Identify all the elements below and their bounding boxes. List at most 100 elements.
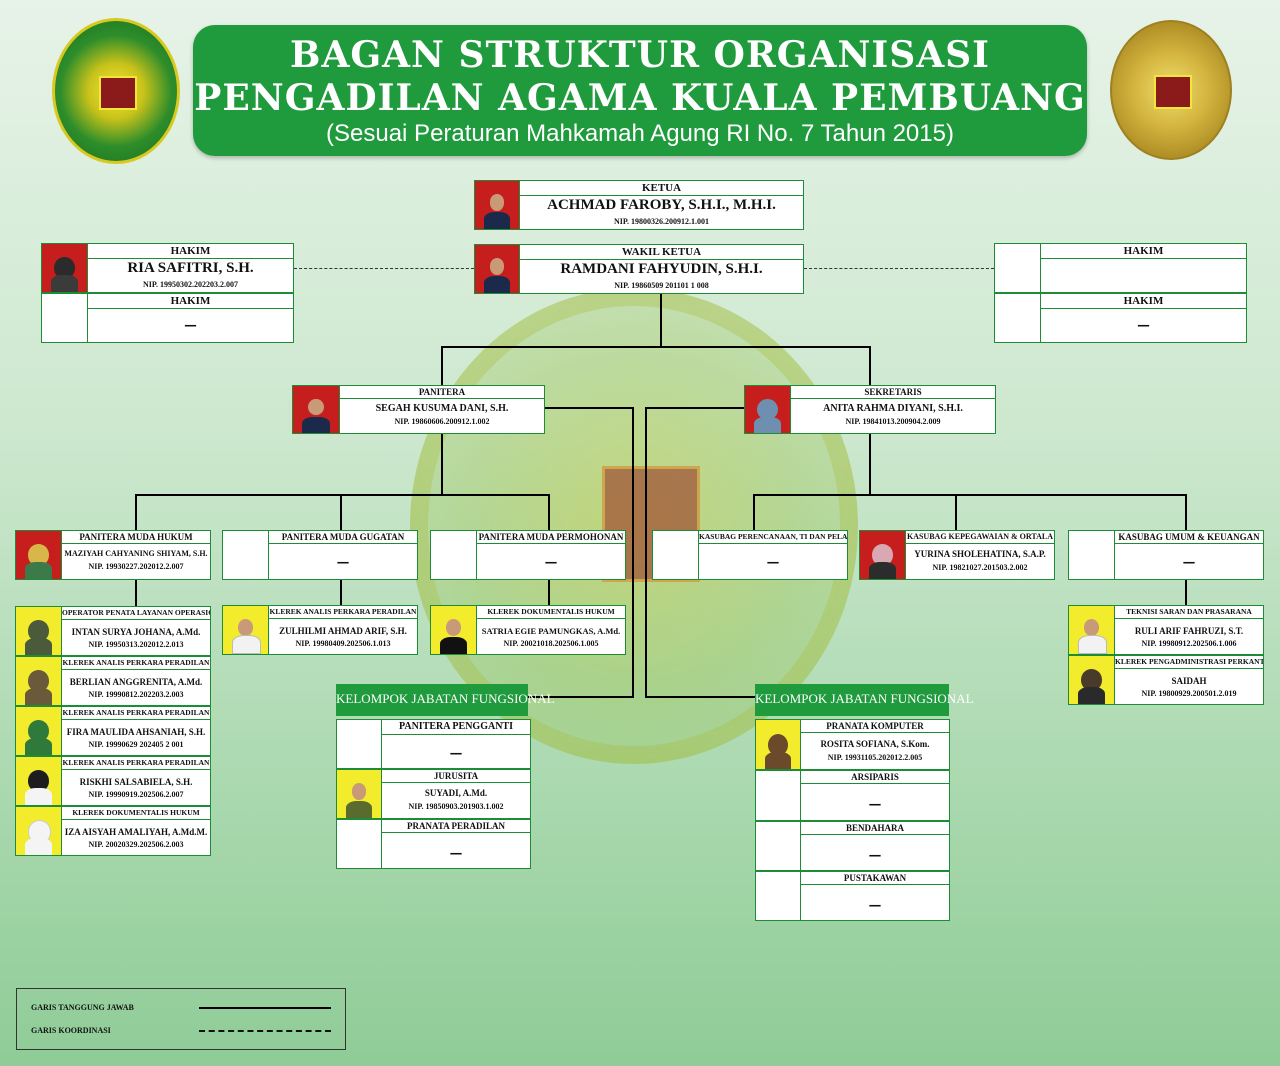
staff-nip: NIP. 19950313.202012.2.013: [88, 640, 184, 649]
connector-line: [753, 494, 755, 530]
kasubag-kepeg-photo: [859, 530, 906, 580]
connector-line: [632, 407, 634, 697]
kasubag-kepeg-box: KASUBAG KEPEGAWAIAN & ORTALA YURINA SHOL…: [905, 530, 1055, 580]
staff-photo: [430, 605, 477, 655]
staff-nip: NIP. 20020329.202506.2.003: [88, 840, 184, 849]
staff-box: KLEREK ANALIS PERKARA PERADILAN BERLIAN …: [61, 656, 211, 706]
kjf-name: –: [869, 790, 881, 815]
kasubag-ptip-box: KASUBAG PERENCANAAN, TI DAN PELAPORAN –: [698, 530, 848, 580]
staff-name: FIRA MAULIDA AHSANIAH, S.H.: [66, 727, 206, 737]
kasubag-kepeg-nip: NIP. 19821027.201503.2.002: [932, 563, 1028, 572]
legend-solid-label: GARIS TANGGUNG JAWAB: [31, 1003, 134, 1012]
pm-hukum-name: MAZIYAH CAHYANING SHIYAM, S.H.: [64, 549, 208, 558]
hakim-box: HAKIM: [1040, 243, 1247, 293]
connector-line: [544, 407, 634, 409]
title-line1: BAGAN STRUKTUR ORGANISASI: [290, 34, 990, 76]
hakim-photo: [41, 243, 88, 293]
connector-line: [548, 494, 550, 530]
connector-line: [869, 433, 871, 495]
hakim-box: HAKIM –: [1040, 293, 1247, 343]
hakim-photo-empty: [994, 243, 1041, 293]
connector-line: [1185, 494, 1187, 530]
staff-name: ZULHILMI AHMAD ARIF, S.H.: [279, 626, 407, 636]
sekretaris-name: ANITA RAHMA DIYANI, S.H.I.: [823, 403, 963, 414]
connector-line: [135, 494, 550, 496]
legend-solid-line: [199, 1007, 331, 1009]
pm-permohonan-name: –: [545, 548, 557, 573]
pm-hukum-box: PANITERA MUDA HUKUM MAZIYAH CAHYANING SH…: [61, 530, 211, 580]
connector-line: [645, 696, 755, 698]
kjf-box: BENDAHARA –: [800, 821, 950, 871]
connector-line: [753, 494, 1187, 496]
pm-permohonan-box: PANITERA MUDA PERMOHONAN –: [476, 530, 626, 580]
connector-line: [135, 494, 137, 530]
pm-hukum-photo: [15, 530, 62, 580]
connector-line: [645, 407, 745, 409]
ketua-photo: [474, 180, 520, 230]
staff-photo: [1068, 655, 1115, 705]
connector-line: [441, 433, 443, 495]
kjf-right-label: KELOMPOK JABATAN FUNGSIONAL: [755, 684, 974, 716]
hakim-box: HAKIM –: [87, 293, 294, 343]
kasubag-ptip-photo-empty: [652, 530, 699, 580]
shield-icon: [1154, 75, 1192, 109]
sekretaris-box: SEKRETARIS ANITA RAHMA DIYANI, S.H.I. NI…: [790, 385, 996, 434]
connector-line: [548, 580, 550, 606]
kjf-box: ARSIPARIS –: [800, 770, 950, 821]
kjf-name: –: [450, 739, 462, 764]
sekretaris-nip: NIP. 19841013.200904.2.009: [845, 417, 941, 426]
header-banner: BAGAN STRUKTUR ORGANISASI PENGADILAN AGA…: [193, 25, 1087, 156]
hakim-box: HAKIM RIA SAFITRI, S.H. NIP. 19950302.20…: [87, 243, 294, 293]
staff-box: TEKNISI SARAN DAN PRASARANA RULI ARIF FA…: [1114, 605, 1264, 655]
kjf-name: –: [869, 841, 881, 866]
staff-box: KLEREK DOKUMENTALIS HUKUM SATRIA EGIE PA…: [476, 605, 626, 655]
kjf-box: PRANATA PERADILAN –: [381, 819, 531, 869]
staff-box: KLEREK PENGADMINISTRASI PERKANTORAN SAID…: [1114, 655, 1264, 705]
staff-name: INTAN SURYA JOHANA, A.Md.: [71, 627, 201, 637]
staff-name: SAIDAH: [1171, 676, 1207, 686]
staff-nip: NIP. 19980409.202506.1.013: [295, 639, 391, 648]
kjf-name: –: [869, 891, 881, 916]
panitera-photo: [292, 385, 340, 434]
staff-nip: NIP. 20021018.202506.1.005: [503, 639, 599, 648]
connector-line: [1185, 580, 1187, 606]
staff-name: RISKHI SALSABIELA, S.H.: [79, 777, 193, 787]
connector-line: [135, 580, 137, 606]
kjf-name: SUYADI, A.Md.: [424, 788, 488, 798]
staff-photo: [222, 605, 269, 655]
staff-nip: NIP. 19980912.202506.1.006: [1141, 639, 1237, 648]
connector-line: [645, 407, 647, 697]
staff-name: RULI ARIF FAHRUZI, S.T.: [1134, 626, 1244, 636]
staff-name: BERLIAN ANGGRENITA, A.Md.: [69, 677, 203, 687]
kasubag-ptip-name: –: [767, 548, 779, 573]
pm-gugatan-box: PANITERA MUDA GUGATAN –: [268, 530, 418, 580]
staff-photo: [15, 706, 62, 756]
kasubag-kepeg-name: YURINA SHOLEHATINA, S.A.P.: [914, 549, 1046, 559]
kjf-box: PUSTAKAWAN –: [800, 871, 950, 921]
connector-line: [955, 494, 957, 530]
staff-box: KLEREK DOKUMENTALIS HUKUM IZA AISYAH AMA…: [61, 806, 211, 856]
connector-line: [660, 294, 662, 346]
connector-line: [340, 580, 342, 606]
wakil-photo: [474, 244, 520, 294]
kjf-photo-empty: [755, 871, 801, 921]
pm-hukum-nip: NIP. 19930227.202012.2.007: [88, 562, 184, 571]
ketua-nip: NIP. 19800326.200912.1.001: [613, 217, 710, 226]
staff-nip: NIP. 19800929.200501.2.019: [1141, 689, 1237, 698]
hakim-photo-empty: [994, 293, 1041, 343]
staff-box: KLEREK ANALIS PERKARA PERADILAN RISKHI S…: [61, 756, 211, 806]
staff-photo: [15, 606, 62, 656]
staff-nip: NIP. 19990812.202203.2.003: [88, 690, 184, 699]
kjf-left-label: KELOMPOK JABATAN FUNGSIONAL: [336, 684, 555, 716]
kjf-box: JURUSITA SUYADI, A.Md. NIP. 19850903.201…: [381, 769, 531, 819]
legend: GARIS TANGGUNG JAWAB GARIS KOORDINASI: [16, 988, 346, 1050]
hakim-name: –: [185, 311, 196, 336]
legend-dashed-label: GARIS KOORDINASI: [31, 1026, 111, 1035]
kasubag-umum-box: KASUBAG UMUM & KEUANGAN –: [1114, 530, 1264, 580]
kjf-nip: NIP. 19850903.201903.1.002: [408, 802, 504, 811]
pm-gugatan-name: –: [337, 548, 349, 573]
connector-line: [869, 346, 871, 386]
wakil-box: WAKIL KETUA RAMDANI FAHYUDIN, S.H.I. NIP…: [519, 244, 804, 294]
connector-line: [441, 346, 443, 386]
coordination-line: [804, 268, 994, 269]
